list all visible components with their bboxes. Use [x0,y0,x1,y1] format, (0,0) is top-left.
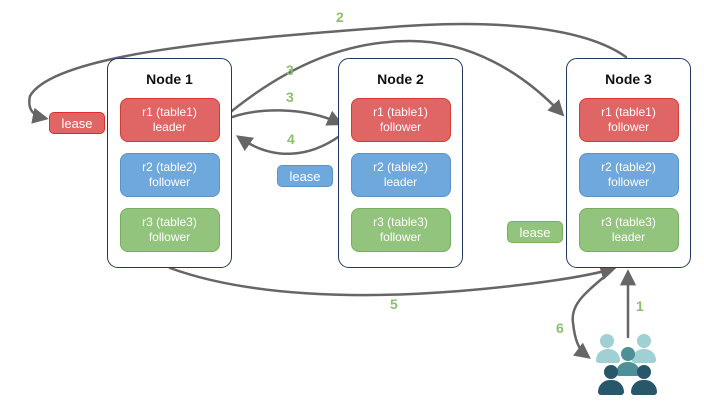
lease-badge-r3: lease [507,221,563,243]
arrow-step3-leader-to-node3 [220,39,565,121]
node-1-card: Node 1 r1 (table1) leader r2 (table2) fo… [107,58,232,268]
node-3-replica-r1: r1 (table1) follower [578,98,679,142]
node-2-replica-r2: r2 (table2) leader [350,153,451,197]
step-label-3-upper: 3 [286,62,294,78]
replica-name: r1 (table1) [142,105,197,119]
replica-role: leader [611,230,646,244]
step-label-6: 6 [556,320,564,336]
replica-role: follower [148,230,191,244]
replica-role: follower [607,175,650,189]
step-label-4: 4 [287,131,295,147]
arrow-step2-node3-to-lease1 [28,22,628,124]
node-2-replica-r1: r1 (table1) follower [350,98,451,142]
arrow-step4-node2-to-leader [235,133,343,155]
node-3-replica-r3: r3 (table3) leader [578,208,679,252]
users-group-icon [596,334,662,398]
replica-name: r3 (table3) [373,215,428,229]
replica-name: r2 (table2) [142,160,197,174]
lease-badge-r2: lease [277,165,333,187]
node-3-card: Node 3 r1 (table1) follower r2 (table2) … [566,58,691,268]
node-3-title: Node 3 [605,71,652,87]
replica-role: follower [148,175,191,189]
node-2-replica-r3: r3 (table3) follower [350,208,451,252]
arrow-step3-leader-to-node2 [220,109,344,126]
arrow-step6-node3-to-users [571,269,613,359]
step-label-3-lower: 3 [286,89,294,105]
replica-role: leader [383,175,418,189]
node-2-card: Node 2 r1 (table1) follower r2 (table2) … [338,58,463,268]
step-label-5: 5 [390,296,398,312]
arrow-step5-node1-to-node3 [168,264,617,297]
step-label-2: 2 [336,9,344,25]
node-1-title: Node 1 [146,71,193,87]
node-1-replica-r2: r2 (table2) follower [119,153,220,197]
node-1-replica-r1: r1 (table1) leader [119,98,220,142]
node-1-replica-r3: r3 (table3) follower [119,208,220,252]
replica-name: r3 (table3) [142,215,197,229]
replica-name: r2 (table2) [373,160,428,174]
replica-name: r2 (table2) [601,160,656,174]
step-label-1: 1 [636,298,644,314]
replica-role: follower [379,120,422,134]
node-3-replica-r2: r2 (table2) follower [578,153,679,197]
replica-name: r1 (table1) [601,105,656,119]
replica-name: r1 (table1) [373,105,428,119]
node-2-title: Node 2 [377,71,424,87]
lease-badge-r1: lease [49,112,105,134]
replica-name: r3 (table3) [601,215,656,229]
replica-role: leader [152,120,187,134]
replica-role: follower [379,230,422,244]
replica-role: follower [607,120,650,134]
